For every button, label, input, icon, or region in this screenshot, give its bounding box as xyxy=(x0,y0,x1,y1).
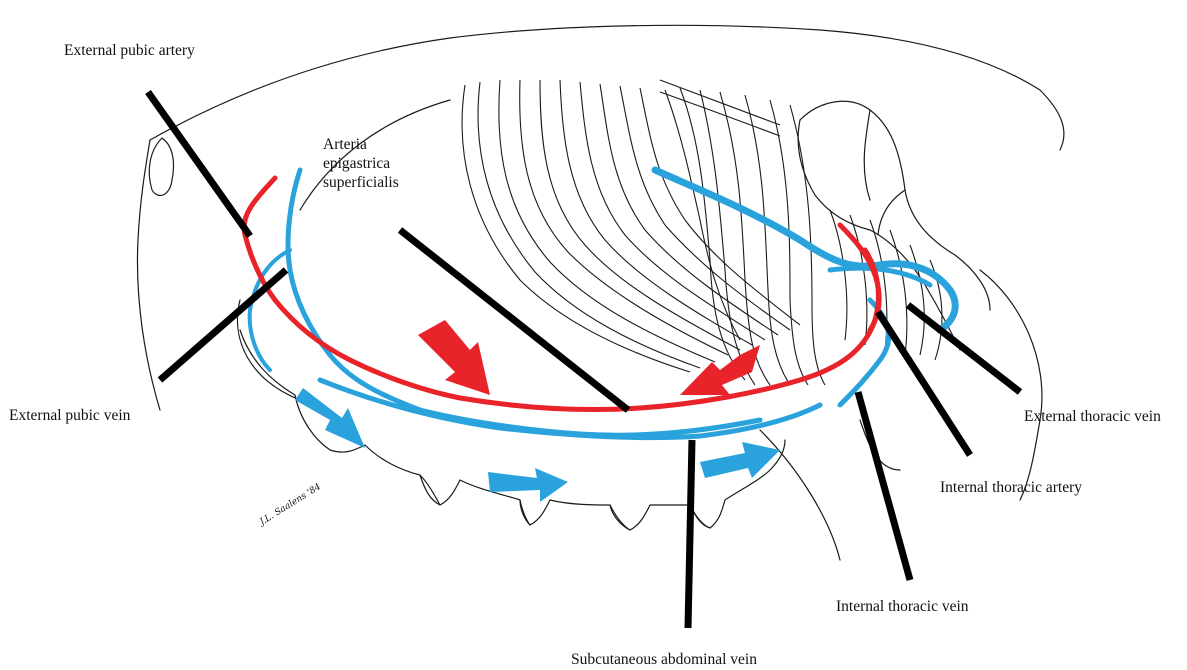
leader-external-pubic-vein xyxy=(160,270,286,380)
label-subcutaneous-abdominal-vein: Subcutaneous abdominal vein xyxy=(571,650,757,669)
label-external-pubic-artery: External pubic artery xyxy=(64,41,195,60)
red-arrow-left xyxy=(418,320,490,395)
leader-internal-thoracic-artery xyxy=(878,312,970,455)
back-contour xyxy=(150,25,1040,140)
leader-subcutaneous-abdominal-vein xyxy=(688,440,692,628)
external-pubic-artery xyxy=(244,178,460,398)
artist-signature: J.L. Saalens '84 xyxy=(257,482,323,529)
cow-body-outline xyxy=(137,25,1063,560)
label-internal-thoracic-vein: Internal thoracic vein xyxy=(836,597,969,616)
rib-cage xyxy=(462,80,825,385)
internal-thoracic-artery xyxy=(840,225,879,330)
label-external-pubic-vein: External pubic vein xyxy=(9,406,130,425)
leader-external-pubic-artery xyxy=(148,92,250,236)
blue-arrow-rear xyxy=(295,388,365,448)
leader-arteria-epigastrica xyxy=(400,230,628,410)
teat-left-hind xyxy=(420,475,440,505)
neck-contour xyxy=(1040,90,1064,150)
blue-arrow-bottom-left xyxy=(488,468,568,502)
tail-base xyxy=(149,138,173,195)
scapula xyxy=(798,101,990,350)
leader-internal-thoracic-vein xyxy=(858,392,910,580)
teat-left-front xyxy=(610,505,630,530)
teat-right-hind xyxy=(520,500,530,525)
hip-contour xyxy=(137,140,160,410)
label-internal-thoracic-artery: Internal thoracic artery xyxy=(940,478,1082,497)
flow-arrows xyxy=(295,320,780,502)
leader-lines xyxy=(148,92,1020,628)
label-arteria-epigastrica-superficialis: Arteria epigastrica superficialis xyxy=(323,135,399,192)
label-external-thoracic-vein: External thoracic vein xyxy=(1024,407,1161,426)
veins xyxy=(250,170,956,438)
